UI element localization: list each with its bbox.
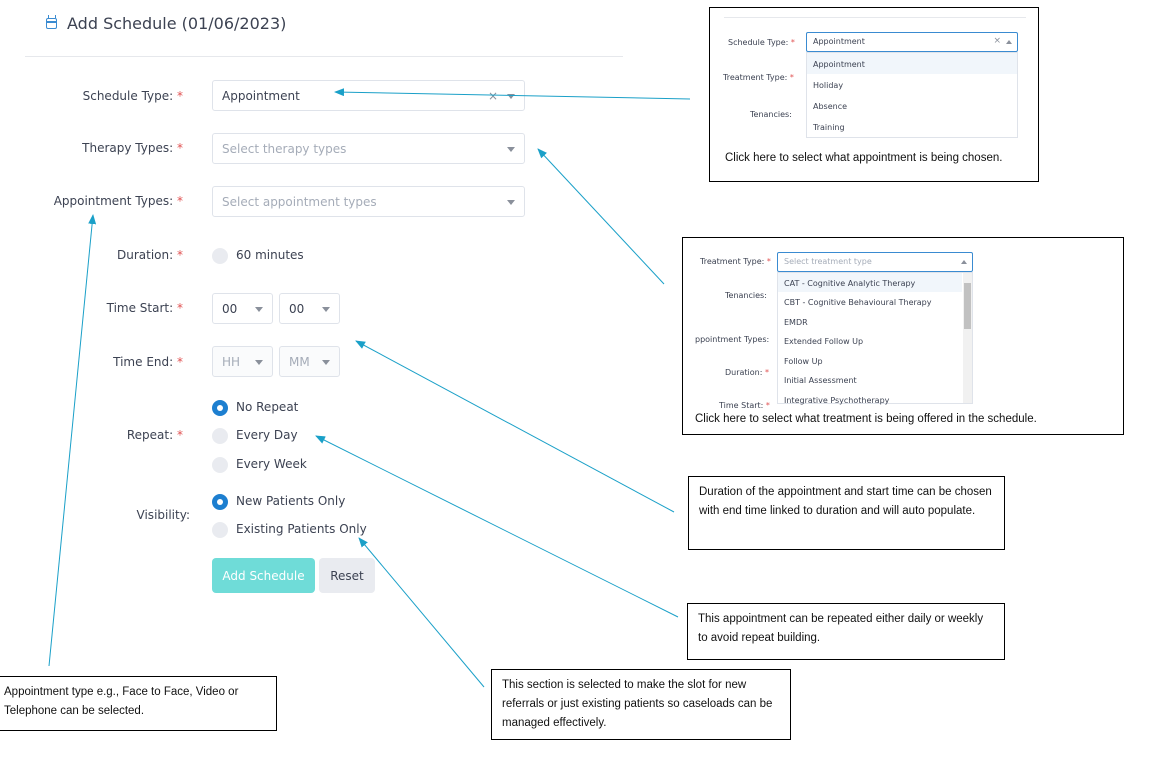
inset-duration-label: Duration: * [725,368,769,377]
chevron-down-icon [255,359,263,365]
inset-schedule-caption: Click here to select what appointment is… [725,152,1003,164]
visibility-label: Visibility: [136,508,190,522]
appointment-type-note: Appointment type e.g., Face to Face, Vid… [0,676,277,731]
repeat-note: This appointment can be repeated either … [687,603,1005,660]
chevron-down-icon [507,93,515,99]
calendar-icon [46,15,57,29]
time-start-hour-value: 00 [222,301,238,316]
menu-option: EMDR [784,318,808,327]
inset-time-start-label: Time Start: * [719,401,770,410]
time-start-minute-select[interactable]: 00 [279,293,340,324]
menu-option: Follow Up [784,357,823,366]
inset-schedule-type-menu: Appointment Holiday Absence Training [806,52,1018,138]
visibility-option-label: New Patients Only [236,494,346,508]
time-start-label: Time Start: * [106,301,183,315]
menu-option: Holiday [813,81,844,90]
duration-label: Duration: * [117,248,183,262]
inset-treatment-type-label: Treatment Type: * [723,73,794,82]
add-schedule-button[interactable]: Add Schedule [212,558,315,593]
treatment-type-inset: Treatment Type: * Tenancies: ppointment … [682,237,1124,435]
scrollbar-thumb [964,283,971,329]
inset-tenancies-label: Tenancies: [750,110,792,119]
arrow-time-end [355,340,675,513]
repeat-every-week-radio[interactable] [212,457,228,473]
time-end-minute-value: MM [289,354,310,369]
reset-button[interactable]: Reset [319,558,375,593]
repeat-option-label: No Repeat [236,400,299,414]
chevron-down-icon [507,146,515,152]
inset-appointment-types-label: ppointment Types: [695,335,770,344]
menu-highlight [778,273,962,292]
repeat-option-label: Every Day [236,428,298,442]
duration-value: 60 minutes [236,248,304,262]
duration-note: Duration of the appointment and start ti… [688,476,1005,550]
menu-option: Appointment [813,60,865,69]
arrow-visibility [358,537,485,688]
scrollbar-track [963,273,972,403]
chevron-up-icon [1006,40,1012,44]
inset-treatment-caption: Click here to select what treatment is b… [695,413,1037,425]
time-end-minute-select: MM [279,346,340,377]
therapy-types-placeholder: Select therapy types [222,141,347,156]
menu-option: CBT - Cognitive Behavioural Therapy [784,298,932,307]
menu-option: Absence [813,102,848,111]
visibility-note: This section is selected to make the slo… [491,669,791,740]
menu-option: Initial Assessment [784,376,857,385]
visibility-new-patients-radio[interactable] [212,494,228,510]
appointment-types-label: Appointment Types: * [53,194,183,208]
appointment-types-placeholder: Select appointment types [222,194,377,209]
menu-option: Training [813,123,845,132]
visibility-existing-patients-radio[interactable] [212,522,228,538]
time-end-label: Time End: * [113,355,183,369]
inset-schedule-type-select: Appointment × [806,32,1018,52]
menu-option: Integrative Psychotherapy [784,396,890,405]
inset-tenancies-label: Tenancies: [725,291,767,300]
inset-schedule-type-label: Schedule Type: * [728,38,795,47]
schedule-type-value: Appointment [222,88,300,103]
appointment-types-select[interactable]: Select appointment types [212,186,525,217]
inset-treatment-type-menu: CAT - Cognitive Analytic Therapy CBT - C… [777,272,973,405]
menu-option: CAT - Cognitive Analytic Therapy [784,279,916,288]
arrow-repeat [315,435,679,618]
therapy-types-label: Therapy Types: * [82,141,183,155]
page-title: Add Schedule (01/06/2023) [67,14,287,33]
therapy-types-select[interactable]: Select therapy types [212,133,525,164]
schedule-type-inset: Schedule Type: * Treatment Type: * Tenan… [709,7,1039,182]
menu-highlight [807,53,1017,74]
inset-treatment-type-select: Select treatment type [777,252,973,272]
time-start-minute-value: 00 [289,301,305,316]
chevron-down-icon [507,199,515,205]
arrow-therapy-types [537,148,665,285]
chevron-down-icon [255,306,263,312]
inset-treatment-type-label: Treatment Type: * [700,257,771,266]
menu-option: Extended Follow Up [784,337,864,346]
repeat-option-label: Every Week [236,457,307,471]
time-end-hour-value: HH [222,354,241,369]
time-start-hour-select[interactable]: 00 [212,293,273,324]
arrow-appointment-types [48,214,97,667]
arrow-schedule-type [334,88,691,100]
chevron-down-icon [322,359,330,365]
clear-icon: × [993,36,1001,46]
visibility-option-label: Existing Patients Only [236,522,367,536]
chevron-down-icon [322,306,330,312]
repeat-no-repeat-radio[interactable] [212,400,228,416]
duration-radio[interactable] [212,248,228,264]
time-end-hour-select: HH [212,346,273,377]
repeat-every-day-radio[interactable] [212,428,228,444]
schedule-type-label: Schedule Type: * [82,89,183,103]
chevron-up-icon [961,260,967,264]
inset-divider [724,17,1026,18]
repeat-label: Repeat: * [126,428,183,442]
header-divider [25,56,623,57]
